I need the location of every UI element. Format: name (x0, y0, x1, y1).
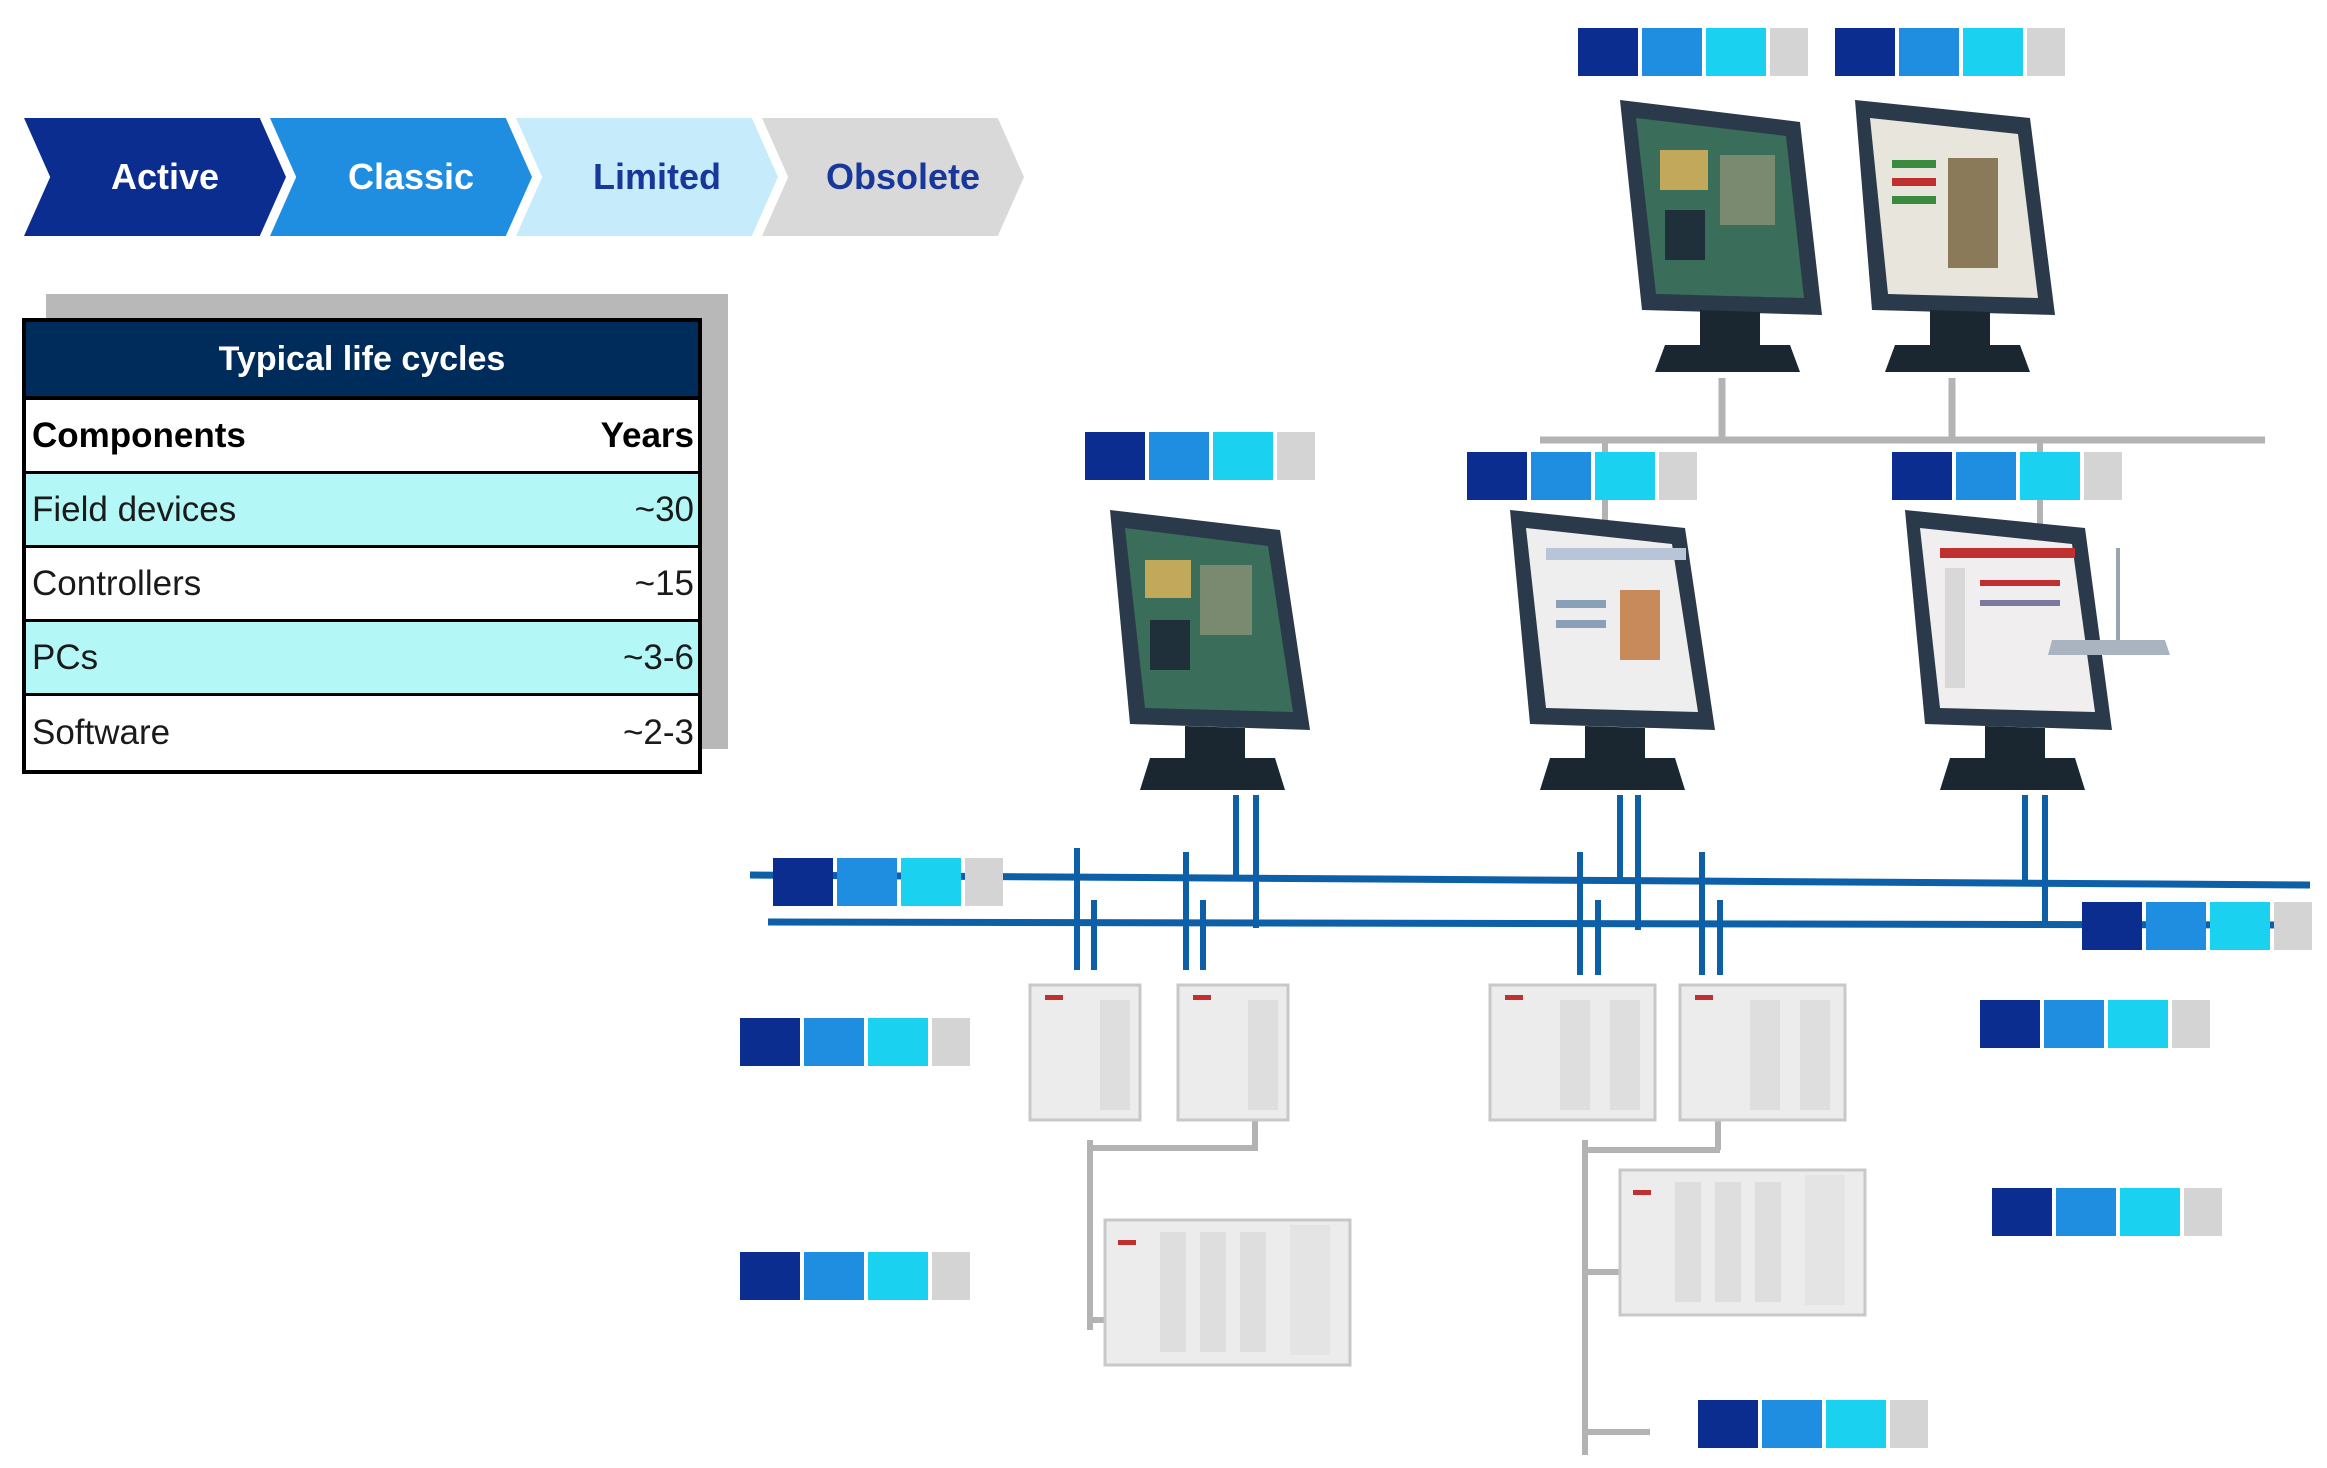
status-block (1277, 432, 1315, 480)
table-header-row: Components Years (26, 400, 698, 474)
status-block (1892, 452, 1952, 500)
row-years: ~30 (634, 489, 694, 529)
controller-unit (1678, 983, 1847, 1122)
column-header-components: Components (32, 415, 246, 455)
status-block (1826, 1400, 1886, 1448)
row-years: ~15 (634, 563, 694, 603)
status-block (1890, 1400, 1928, 1448)
table-row: Software ~2-3 (26, 696, 698, 770)
row-component: Software (32, 713, 171, 752)
status-block (2044, 1000, 2104, 1048)
phase-obsolete: Obsolete (762, 118, 1024, 236)
phase-active: Active (24, 118, 286, 236)
status-block (804, 1252, 864, 1300)
status-block (1642, 28, 1702, 76)
phase-limited: Limited (516, 118, 778, 236)
status-block (2274, 902, 2312, 950)
status-block (868, 1018, 928, 1066)
lifecycle-status-bar (1698, 1400, 1928, 1448)
row-years: ~2-3 (622, 713, 694, 752)
io-network (1087, 1120, 1721, 1455)
status-block (1085, 432, 1145, 480)
status-block (2027, 28, 2065, 76)
lifecycle-status-bar (1892, 452, 2122, 500)
status-block (932, 1252, 970, 1300)
status-block (1149, 432, 1209, 480)
status-block (1706, 28, 1766, 76)
lifecycle-status-bar (1085, 432, 1315, 480)
table-row: Controllers ~15 (26, 548, 698, 622)
lifecycle-status-bar (740, 1018, 970, 1066)
row-component: PCs (32, 637, 99, 677)
status-block (2184, 1188, 2222, 1236)
phase-classic: Classic (270, 118, 532, 236)
upper-network (1540, 378, 2265, 525)
monitor-workstation-middle-left (1110, 510, 1310, 790)
status-block (2082, 902, 2142, 950)
status-block (1595, 452, 1655, 500)
control-network-bus (749, 795, 2311, 975)
status-block (2210, 902, 2270, 950)
controller-unit (1488, 983, 1657, 1122)
monitor-workstation-middle-right (1905, 510, 2112, 790)
status-block (1980, 1000, 2040, 1048)
status-block (1531, 452, 1591, 500)
row-component: Controllers (32, 563, 202, 603)
column-header-years: Years (600, 415, 694, 455)
table-row: Field devices ~30 (26, 474, 698, 548)
status-block (1963, 28, 2023, 76)
row-component: Field devices (32, 489, 237, 529)
io-module-rack (1103, 1218, 1352, 1367)
lifecycle-status-bar (740, 1252, 970, 1300)
status-block (1762, 1400, 1822, 1448)
status-block (804, 1018, 864, 1066)
status-block (2108, 1000, 2168, 1048)
status-block (740, 1252, 800, 1300)
status-block (1992, 1188, 2052, 1236)
status-block (740, 1018, 800, 1066)
status-block (1213, 432, 1273, 480)
status-block (1578, 28, 1638, 76)
monitor-workstation-top-left (1620, 100, 1822, 372)
wireless-access-point (2048, 548, 2170, 655)
monitor-workstation-middle-center (1510, 510, 1715, 790)
status-block (1467, 452, 1527, 500)
table-row: PCs ~3-6 (26, 622, 698, 696)
lifecycle-status-bar (1467, 452, 1697, 500)
status-block (837, 858, 897, 906)
status-block (2172, 1000, 2210, 1048)
status-block (1770, 28, 1808, 76)
controller-unit (1028, 983, 1142, 1122)
status-block (965, 858, 1003, 906)
lifecycle-status-bar (773, 858, 1003, 906)
row-years: ~3-6 (622, 637, 694, 677)
lifecycle-status-bar (1835, 28, 2065, 76)
status-block (901, 858, 961, 906)
status-block (1835, 28, 1895, 76)
status-block (1659, 452, 1697, 500)
status-block (1956, 452, 2016, 500)
status-block (2120, 1188, 2180, 1236)
status-block (932, 1018, 970, 1066)
status-block (2146, 902, 2206, 950)
controller-unit (1176, 983, 1290, 1122)
status-block (2020, 452, 2080, 500)
io-module-rack (1618, 1168, 1867, 1317)
lifecycle-status-bar (1578, 28, 1808, 76)
lifecycle-status-bar (2082, 902, 2312, 950)
status-block (868, 1252, 928, 1300)
lifecycle-table: Typical life cycles Components Years Fie… (22, 318, 702, 774)
status-block (1698, 1400, 1758, 1448)
status-block (1899, 28, 1959, 76)
lifecycle-status-bar (1992, 1188, 2222, 1236)
lifecycle-status-bar (1980, 1000, 2210, 1048)
lifecycle-status-bars (740, 28, 2312, 1448)
status-block (2084, 452, 2122, 500)
table-title: Typical life cycles (26, 322, 698, 400)
lifecycle-phase-arrows: Active Classic Limited Obsolete (24, 118, 1034, 236)
status-block (773, 858, 833, 906)
monitor-workstation-top-right (1855, 100, 2055, 372)
status-block (2056, 1188, 2116, 1236)
